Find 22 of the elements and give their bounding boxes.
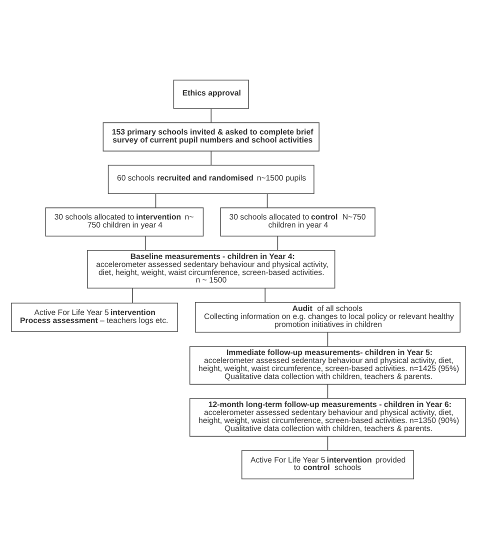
connector xyxy=(327,332,328,346)
node-box: Immediate follow-up measurements- children in Year 5: accelerometer assessed sedentary behaviour and physical activity, diet, height, weight, waist circumference, screen-based activities. n=1425 (95%) Qualitative data collection with children, teachers & parents. xyxy=(189,346,466,384)
node-box: 30 schools allocated to control N~750 children in year 4 xyxy=(220,206,376,236)
connector xyxy=(144,235,146,250)
connector xyxy=(327,384,328,398)
node-box: Active For Life Year 5 intervention provided to control schools xyxy=(241,450,414,479)
connector xyxy=(277,235,278,250)
node-box: 60 schools recruited and randomised n~1500 pupils xyxy=(108,164,314,194)
connector xyxy=(266,192,268,208)
node-box: 30 schools allocated to intervention n~ 750 children in year 4 xyxy=(45,206,204,236)
connector xyxy=(155,192,156,208)
connector xyxy=(132,287,133,303)
node-box: 12-month long-term follow-up measurements - children in Year 6: accelerometer assessed sedentary behaviour and physical activity, diet, height, weight, waist circumference, screen-based activities. n=1350 (90%) Qualitative data collection with children, teachers & parents. xyxy=(189,398,466,436)
connector xyxy=(327,435,328,450)
connector xyxy=(210,150,212,165)
connector xyxy=(210,108,212,122)
connector xyxy=(264,287,266,302)
node-box: Ethics approval xyxy=(173,79,249,108)
node-box: 153 primary schools invited & asked to complete brief survey of current pupil numbers and school activities xyxy=(102,122,320,151)
node-box: Audit of all schools Collecting information on e.g. changes to local policy or relevant healthy promotion initiatives in children xyxy=(194,301,460,332)
node-box: Baseline measurements - children in Year 4: accelerometer assessed sedentary behaviour and physical activity, diet, height, weight, waist circumference, screen-based activities. n ~ 1500 xyxy=(87,249,336,288)
node-box: Active For Life Year 5 intervention Process assessment – teachers logs etc. xyxy=(10,302,178,332)
